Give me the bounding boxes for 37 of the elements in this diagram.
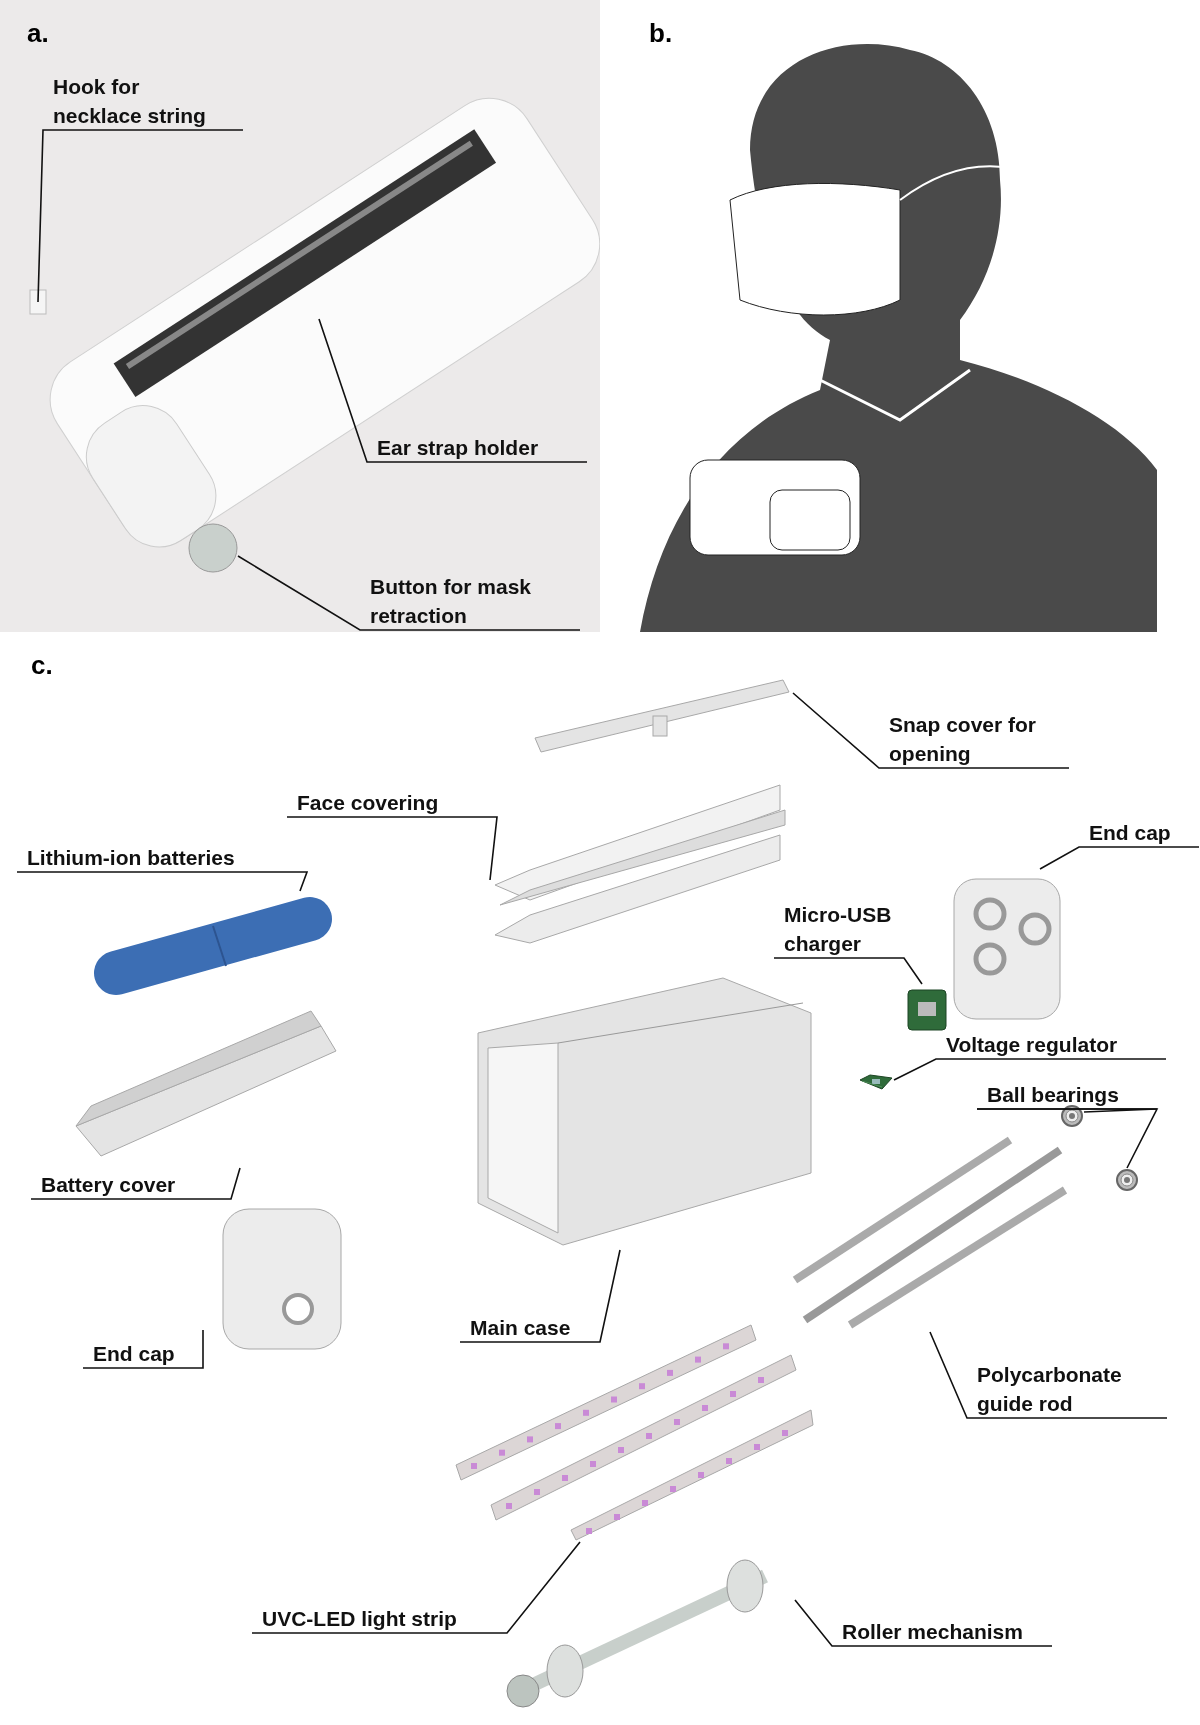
part-label: Battery cover — [41, 1170, 221, 1199]
part-label: Snap cover for opening — [889, 710, 1059, 768]
leader-line — [794, 1599, 1053, 1647]
panel-label: b. — [649, 18, 673, 49]
part-label: End cap — [1089, 818, 1189, 847]
part-label: Ball bearings — [987, 1080, 1147, 1109]
panel-label: c. — [31, 650, 53, 681]
leader-line — [30, 1167, 241, 1200]
part-label: Main case — [470, 1313, 590, 1342]
leader-line — [893, 1058, 1167, 1081]
part-label: Polycarbonate guide rod — [977, 1360, 1157, 1418]
part-label: Roller mechanism — [842, 1617, 1042, 1646]
part-label: Face covering — [297, 788, 487, 817]
part-label: Ear strap holder — [377, 433, 577, 462]
leader-line — [1039, 846, 1200, 870]
leader-line — [16, 871, 309, 892]
leader-line — [976, 1108, 1159, 1169]
bearing-drawing — [1115, 1168, 1139, 1192]
part-label: Lithium-ion batteries — [27, 843, 297, 872]
part-label: Button for mask retraction — [370, 572, 570, 630]
part-label: UVC-LED light strip — [262, 1604, 497, 1633]
leader-line — [82, 1329, 204, 1369]
leader-line — [286, 816, 498, 881]
leader-line — [459, 1249, 621, 1343]
leader-line — [792, 692, 1070, 769]
leader-line — [318, 318, 588, 463]
part-label: Micro-USB charger — [784, 900, 894, 958]
leader-line — [37, 129, 244, 303]
leader-line — [929, 1331, 1168, 1419]
regulator-board-drawing — [858, 1072, 894, 1092]
part-label: End cap — [93, 1339, 193, 1368]
part-label: Hook for necklace string — [53, 72, 233, 130]
leader-line — [237, 555, 581, 631]
panel-label: a. — [27, 18, 49, 49]
leader-line — [773, 957, 923, 985]
part-label: Voltage regulator — [946, 1030, 1156, 1059]
leader-line — [251, 1541, 581, 1634]
